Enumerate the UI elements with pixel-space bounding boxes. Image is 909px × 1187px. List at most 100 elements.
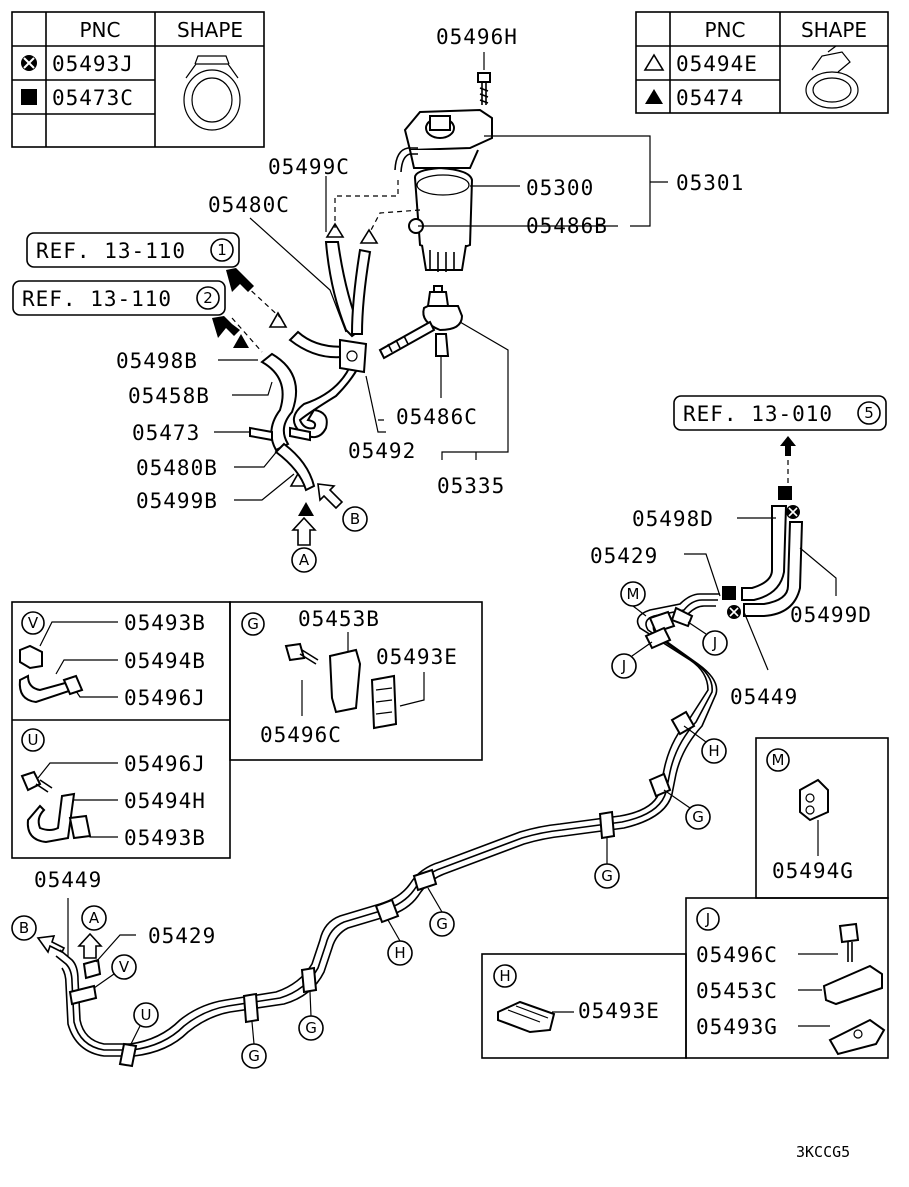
panel-j-part-2: 05453C [696, 979, 778, 1003]
bolt-05496J-icon [20, 770, 42, 792]
callout-g[interactable]: G [594, 863, 620, 889]
callout-b[interactable]: B [11, 915, 37, 941]
filled-triangle-marker [233, 334, 249, 348]
ref-2-text: REF. 13-110 [22, 287, 172, 311]
clamp-05494H-icon [26, 792, 76, 844]
callout-g[interactable]: G [298, 1015, 324, 1041]
ref-box-5[interactable]: REF. 13-010 5 [673, 395, 887, 431]
circle-x-marker-icon [786, 505, 800, 519]
panel-v-part-2: 05494B [124, 649, 206, 673]
panel-v-part-1: 05493B [124, 611, 206, 635]
arrow-up-icon [780, 436, 796, 456]
svg-text:M: M [627, 585, 640, 603]
spring-clamp-shape-icon [805, 45, 859, 109]
panel-h-part: 05493E [578, 999, 660, 1023]
callout-b[interactable]: B [342, 506, 368, 532]
panel-v-tag: V [28, 614, 39, 632]
label-05429-left: 05429 [148, 924, 216, 948]
label-05496H: 05496H [436, 25, 518, 49]
svg-text:A: A [89, 909, 100, 927]
panel-j-tag: J [705, 910, 710, 928]
label-05480B: 05480B [136, 456, 218, 480]
svg-text:G: G [692, 808, 704, 826]
clip-05493E-icon [370, 674, 398, 730]
svg-text:A: A [299, 551, 310, 569]
legend-left-shape-header: SHAPE [177, 18, 243, 42]
callout-j[interactable]: J [611, 653, 637, 679]
label-05498D: 05498D [632, 507, 714, 531]
clip-05493B-icon [19, 644, 43, 670]
callout-h[interactable]: H [701, 738, 727, 764]
ref-5-number: 5 [864, 404, 874, 422]
callout-h[interactable]: H [387, 940, 413, 966]
callout-a[interactable]: A [291, 547, 317, 573]
legend-right-pnc-header: PNC [705, 18, 746, 42]
label-05429-top: 05429 [590, 544, 658, 568]
callout-a[interactable]: A [81, 905, 107, 931]
arrow-up-left-icon [226, 268, 254, 292]
drawing-code: 3KCCG5 [796, 1143, 850, 1161]
panel-j-part-3: 05493G [696, 1015, 778, 1039]
label-05486C: 05486C [396, 405, 478, 429]
svg-text:J: J [712, 634, 717, 652]
outline-triangle-marker [325, 222, 345, 238]
filled-triangle-symbol-icon [645, 89, 663, 104]
callout-m[interactable]: M [620, 581, 646, 607]
ref-box-1[interactable]: REF. 13-110 1 [26, 232, 240, 268]
panel-u-part-3: 05493B [124, 826, 206, 850]
detail-panel-v-u: V 05493B 05494B 05496J U 05496J 05494H 0… [11, 601, 231, 859]
legend-table-left: PNC SHAPE 05493J 05473C [11, 11, 265, 148]
hose-clamp-shape-icon [183, 55, 241, 131]
label-05480C: 05480C [208, 193, 290, 217]
label-05492: 05492 [348, 439, 416, 463]
label-05449-top: 05449 [730, 685, 798, 709]
legend-left-pnc-2: 05473C [52, 86, 134, 110]
svg-text:G: G [601, 867, 613, 885]
panel-g-part-2: 05493E [376, 645, 458, 669]
panel-g-part-1: 05453B [298, 607, 380, 631]
fuel-filter-assembly [394, 72, 493, 272]
callout-g[interactable]: G [241, 1043, 267, 1069]
panel-v-part-3: 05496J [124, 686, 206, 710]
callout-j[interactable]: J [702, 630, 728, 656]
label-05473: 05473 [132, 421, 200, 445]
circle-x-marker-icon [727, 605, 741, 619]
bolt-05496C-icon [284, 642, 306, 662]
legend-left-pnc-1: 05493J [52, 52, 134, 76]
callout-v[interactable]: V [111, 954, 137, 980]
detail-panel-j: J 05496C 05453C 05493G [685, 897, 889, 1059]
ref-2-number: 2 [203, 289, 213, 307]
label-05499B: 05499B [136, 489, 218, 513]
fuel-fitting-05335 [378, 285, 464, 360]
callout-g[interactable]: G [685, 804, 711, 830]
panel-g-part-3: 05496C [260, 723, 342, 747]
right-hoses [722, 486, 804, 619]
panel-m-part: 05494G [772, 859, 854, 883]
svg-text:V: V [119, 958, 130, 976]
panel-g-tag: G [247, 615, 259, 633]
circle-x-symbol-icon [21, 55, 37, 71]
outline-triangle-marker [268, 311, 288, 328]
arrow-a-up-icon [77, 932, 103, 959]
detail-panel-g: G 05453B 05493E 05496C [229, 601, 483, 761]
label-05449-left: 05449 [34, 868, 102, 892]
label-05498B: 05498B [116, 349, 198, 373]
legend-table-right: PNC SHAPE 05494E 05474 [635, 11, 889, 114]
label-05301: 05301 [676, 171, 744, 195]
filled-triangle-marker [298, 502, 314, 516]
callout-g[interactable]: G [429, 911, 455, 937]
clip-05493B-icon [68, 814, 92, 840]
leader-lines [67, 52, 837, 963]
fuel-lines [55, 593, 720, 1068]
ref-box-2[interactable]: REF. 13-110 2 [12, 280, 226, 316]
ref-1-number: 1 [217, 241, 227, 259]
bolt-05496C-icon [838, 922, 860, 944]
svg-text:B: B [350, 510, 360, 528]
panel-u-part-2: 05494H [124, 789, 206, 813]
ref-5-text: REF. 13-010 [683, 402, 833, 426]
callout-u[interactable]: U [133, 1002, 159, 1028]
legend-right-pnc-2: 05474 [676, 86, 744, 110]
svg-text:H: H [708, 742, 719, 760]
panel-u-part-1: 05496J [124, 752, 206, 776]
